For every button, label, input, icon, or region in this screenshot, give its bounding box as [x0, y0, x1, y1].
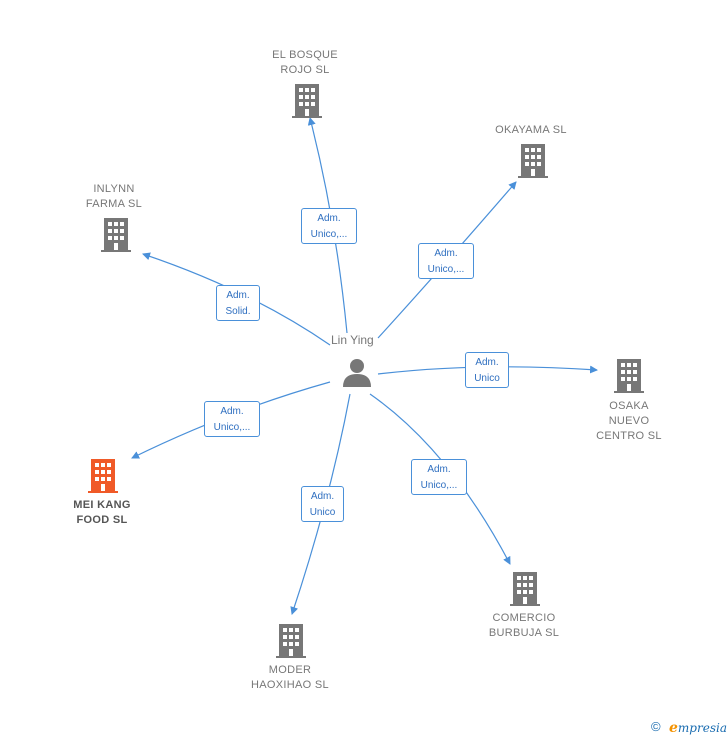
- building-icon-mei-kang[interactable]: [87, 459, 119, 493]
- edge-label-comercio[interactable]: Adm. Unico,...: [411, 459, 467, 495]
- node-label-okayama[interactable]: OKAYAMA SL: [495, 124, 567, 136]
- building-icon-comercio[interactable]: [509, 572, 541, 606]
- node-label-mei-kang[interactable]: MEI KANG FOOD SL: [73, 499, 131, 526]
- edge-label-inlynn[interactable]: Adm. Solid.: [216, 285, 260, 321]
- node-label-moder[interactable]: MODER HAOXIHAO SL: [251, 664, 329, 691]
- node-label-osaka[interactable]: OSAKA NUEVO CENTRO SL: [596, 400, 662, 442]
- edge-label-okayama[interactable]: Adm. Unico,...: [418, 243, 474, 279]
- edge-label-moder[interactable]: Adm. Unico: [301, 486, 344, 522]
- building-icon-osaka[interactable]: [613, 359, 645, 393]
- node-label-comercio[interactable]: COMERCIO BURBUJA SL: [488, 612, 560, 639]
- person-icon: [343, 359, 371, 387]
- copyright-symbol: ©: [651, 719, 661, 734]
- building-icon-el-bosque[interactable]: [291, 84, 323, 118]
- edge-label-osaka[interactable]: Adm. Unico: [465, 352, 509, 388]
- brand-name: mpresia: [677, 721, 727, 735]
- node-label-inlynn[interactable]: INLYNN FARMA SL: [85, 183, 143, 210]
- node-label-el-bosque[interactable]: EL BOSQUE ROJO SL: [272, 49, 338, 76]
- building-icon-moder[interactable]: [275, 624, 307, 658]
- edge-label-el-bosque[interactable]: Adm. Unico,...: [301, 208, 357, 244]
- edge-label-mei-kang[interactable]: Adm. Unico,...: [204, 401, 260, 437]
- brand-initial: e: [669, 720, 678, 736]
- building-icon-okayama[interactable]: [517, 144, 549, 178]
- center-person-name: Lin Ying: [331, 333, 374, 347]
- building-icon-inlynn[interactable]: [100, 218, 132, 252]
- brand-logo[interactable]: empresia: [669, 720, 727, 736]
